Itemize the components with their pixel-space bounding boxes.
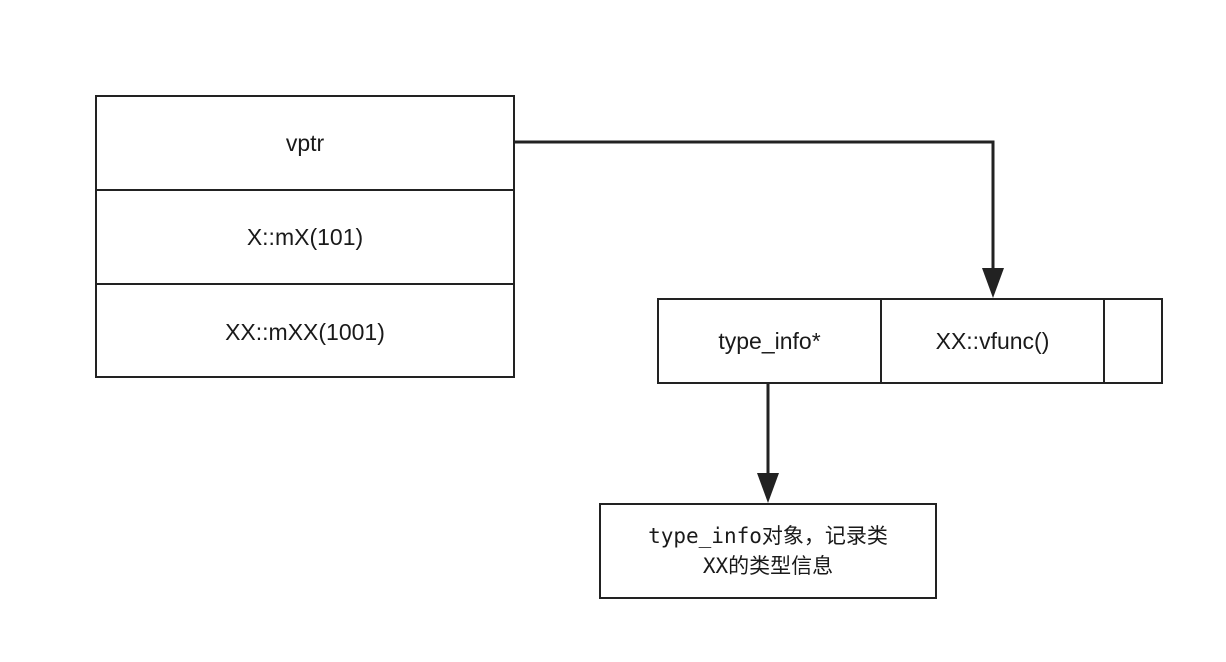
vptr-row: vptr [97, 97, 513, 191]
virtual-table: type_info* XX::vfunc() [657, 298, 1163, 384]
type-info-object-box: type_info对象，记录类 XX的类型信息 [599, 503, 937, 599]
vtable-type-info-cell: type_info* [659, 300, 882, 382]
vptr-arrowhead [982, 268, 1004, 298]
typeinfo-arrowhead [757, 473, 779, 503]
member-mx-row: X::mX(101) [97, 191, 513, 285]
vptr-to-vtable-arrow [515, 140, 995, 282]
vtable-empty-cell [1105, 300, 1160, 382]
type-info-description-line2: XX的类型信息 [702, 554, 834, 578]
type-info-description-line1: type_info对象，记录类 [648, 524, 888, 548]
object-memory-layout: vptr X::mX(101) XX::mXX(1001) [95, 95, 515, 378]
vtable-vfunc-cell: XX::vfunc() [882, 300, 1105, 382]
member-mxx-row: XX::mXX(1001) [225, 318, 385, 345]
